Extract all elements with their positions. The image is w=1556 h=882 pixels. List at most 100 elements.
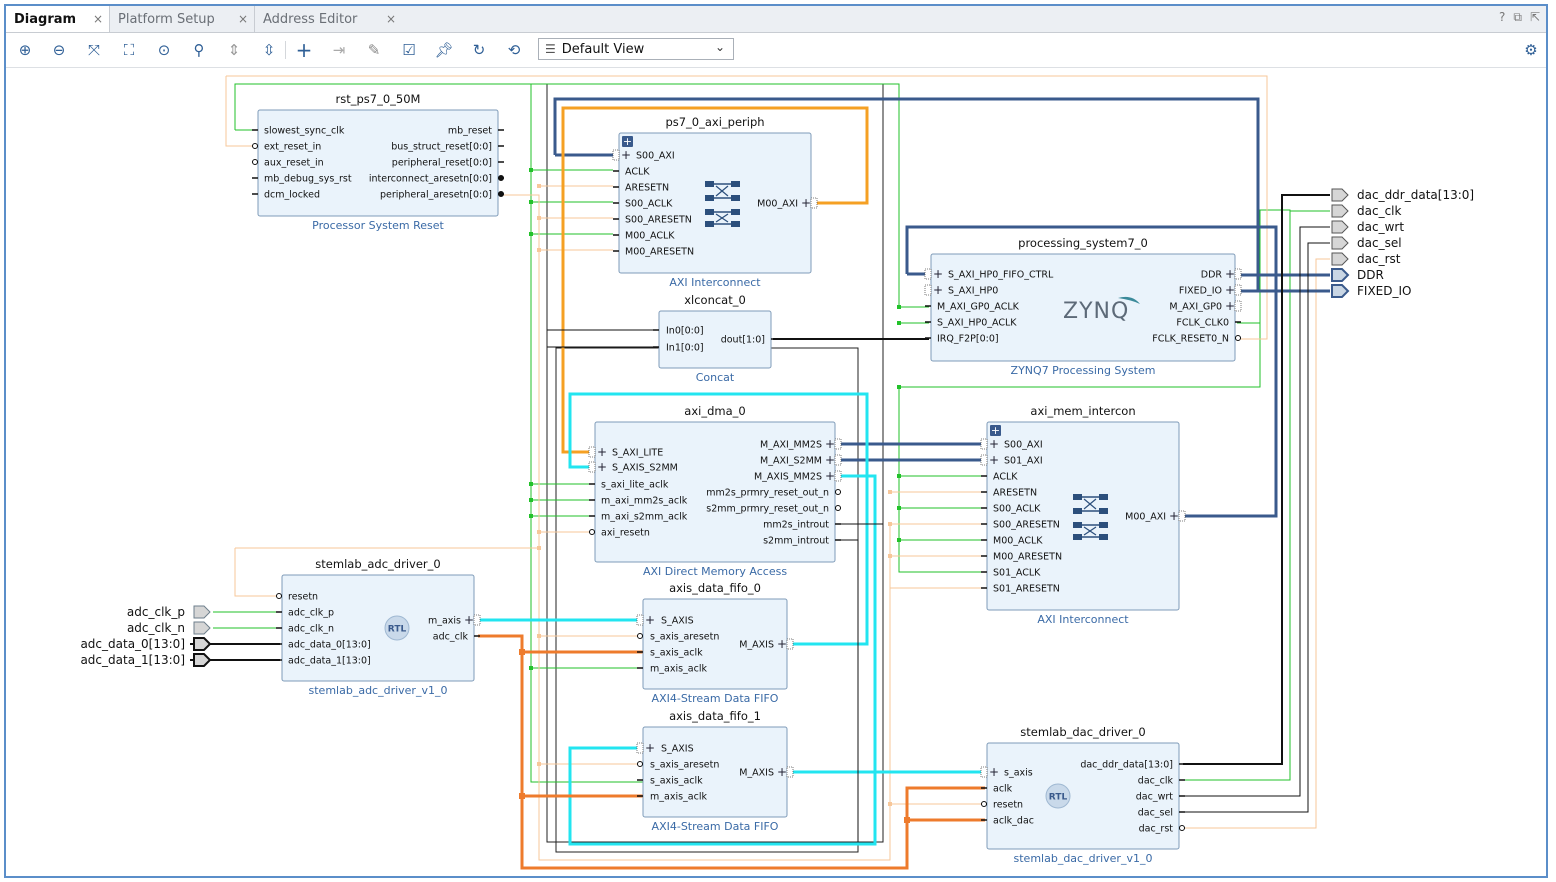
- port-axi_resetn[interactable]: axi_resetn: [589, 528, 650, 539]
- port-S_AXI_HP0_ACLK[interactable]: S_AXI_HP0_ACLK: [925, 318, 1017, 329]
- port-S00_AXI[interactable]: +S00_AXI: [612, 148, 675, 162]
- port-aclk[interactable]: aclk: [981, 784, 1013, 795]
- port-m_axis_aclk[interactable]: m_axis_aclk: [637, 792, 707, 803]
- port-S_AXIS_S2MM[interactable]: +S_AXIS_S2MM: [588, 460, 678, 474]
- zoom-out-icon[interactable]: ⊖: [52, 41, 66, 59]
- port-S_AXI_LITE[interactable]: +S_AXI_LITE: [588, 445, 663, 459]
- port-m_axi_mm2s_aclk[interactable]: m_axi_mm2s_aclk: [589, 496, 688, 507]
- port-dcm_locked[interactable]: dcm_locked: [252, 190, 320, 201]
- port-M00_ACLK[interactable]: M00_ACLK: [613, 231, 675, 242]
- adc-clk-net[interactable]: [478, 634, 985, 870]
- ip-block-adc[interactable]: stemlab_adc_driver_0stemlab_adc_driver_v…: [276, 557, 481, 697]
- port-adc_clk[interactable]: adc_clk: [433, 632, 480, 643]
- port-adc_clk_p[interactable]: adc_clk_p: [276, 608, 334, 619]
- port-M00_ACLK[interactable]: M00_ACLK: [981, 536, 1043, 547]
- port-M_AXIS[interactable]: +M_AXIS: [739, 765, 794, 779]
- net-wire[interactable]: [1183, 226, 1330, 797]
- port-peripheral_reset00[interactable]: peripheral_reset[0:0]: [392, 158, 504, 169]
- port-M_AXIS_MM2S[interactable]: +M_AXIS_MM2S: [754, 469, 842, 483]
- port-adc_data_0130[interactable]: adc_data_0[13:0]: [276, 640, 371, 651]
- refresh-icon[interactable]: ↻: [472, 41, 486, 59]
- port-m_axi_s2mm_aclk[interactable]: m_axi_s2mm_aclk: [589, 512, 688, 523]
- expand-icon[interactable]: [622, 136, 633, 147]
- external-output-port[interactable]: dac_sel: [1331, 236, 1402, 250]
- port-S_AXIS[interactable]: +S_AXIS: [636, 741, 694, 755]
- external-output-port[interactable]: dac_rst: [1331, 252, 1401, 266]
- add-ip-icon[interactable]: +: [295, 38, 313, 62]
- make-connection-icon[interactable]: ⇥: [332, 41, 346, 59]
- net-wire[interactable]: [837, 539, 859, 842]
- port-S01_ARESETN[interactable]: S01_ARESETN: [981, 584, 1060, 595]
- tab-diagram[interactable]: Diagram ×: [6, 6, 110, 32]
- port-S01_AXI[interactable]: +S01_AXI: [980, 453, 1043, 467]
- net-wire[interactable]: [1183, 194, 1330, 765]
- port-M00_AXI[interactable]: +M00_AXI: [757, 196, 818, 210]
- tab-address-editor[interactable]: Address Editor ×: [254, 6, 402, 32]
- external-input-port[interactable]: adc_clk_p: [127, 605, 211, 619]
- port-ACLK[interactable]: ACLK: [981, 472, 1018, 483]
- port-M00_ARESETN[interactable]: M00_ARESETN: [981, 552, 1062, 563]
- port-aclk_dac[interactable]: aclk_dac: [981, 816, 1034, 827]
- external-output-port[interactable]: dac_wrt: [1331, 220, 1404, 234]
- port-FCLK_CLK0[interactable]: FCLK_CLK0: [1176, 318, 1241, 329]
- external-input-port[interactable]: adc_clk_n: [127, 621, 211, 635]
- expand-icon[interactable]: [990, 425, 1001, 436]
- settings-gear-icon[interactable]: ⚙: [1524, 41, 1538, 59]
- port-S00_ACLK[interactable]: S00_ACLK: [981, 504, 1041, 515]
- center-icon[interactable]: ⊙: [157, 41, 171, 59]
- validate-icon[interactable]: ☑: [402, 41, 416, 59]
- port-dac_sel[interactable]: dac_sel: [1138, 808, 1185, 819]
- net-wire[interactable]: [898, 387, 985, 573]
- port-s_axis_aclk[interactable]: s_axis_aclk: [637, 648, 703, 659]
- port-M_AXI_GP0_ACLK[interactable]: M_AXI_GP0_ACLK: [925, 302, 1020, 313]
- port-dout10[interactable]: dout[1:0]: [721, 335, 777, 346]
- net-wire[interactable]: [1183, 242, 1330, 813]
- port-aux_reset_in[interactable]: aux_reset_in: [252, 158, 324, 169]
- port-S_AXI_HP0_FIFO_CTRL[interactable]: +S_AXI_HP0_FIFO_CTRL: [924, 267, 1054, 281]
- port-M00_ARESETN[interactable]: M00_ARESETN: [613, 247, 694, 258]
- net-wire[interactable]: [502, 194, 985, 861]
- port-s_axis[interactable]: +s_axis: [980, 765, 1033, 779]
- close-icon[interactable]: ×: [385, 12, 396, 26]
- tab-platform-setup[interactable]: Platform Setup ×: [110, 6, 254, 32]
- port-adc_clk_n[interactable]: adc_clk_n: [276, 624, 334, 635]
- pin-icon[interactable]: 📌︎: [434, 41, 454, 59]
- port-dac_ddr_data130[interactable]: dac_ddr_data[13:0]: [1080, 760, 1185, 771]
- view-select[interactable]: ☰ Default View ⌄: [538, 38, 734, 60]
- properties-icon[interactable]: ✎: [367, 41, 381, 59]
- port-interconnect_aresetn00[interactable]: interconnect_aresetn[0:0]: [369, 174, 504, 185]
- search-icon[interactable]: ⚲: [193, 41, 205, 59]
- external-output-port[interactable]: dac_ddr_data[13:0]: [1331, 188, 1474, 202]
- port-S00_ACLK[interactable]: S00_ACLK: [613, 199, 673, 210]
- port-ARESETN[interactable]: ARESETN: [981, 488, 1037, 499]
- port-S_AXI_HP0[interactable]: +S_AXI_HP0: [924, 283, 998, 297]
- port-m_axis[interactable]: +m_axis: [428, 613, 481, 627]
- net-wire[interactable]: [234, 83, 929, 308]
- port-dac_wrt[interactable]: dac_wrt: [1136, 792, 1185, 803]
- port-S00_AXI[interactable]: +S00_AXI: [980, 437, 1043, 451]
- port-ACLK[interactable]: ACLK: [613, 167, 650, 178]
- net-wire[interactable]: [899, 322, 1261, 388]
- restore-icon[interactable]: ⧉: [1513, 10, 1522, 24]
- net-wire[interactable]: [1183, 209, 1291, 781]
- axis-net[interactable]: [568, 474, 877, 846]
- axis-net[interactable]: [568, 392, 869, 646]
- port-mm2s_prmry_reset_out_n[interactable]: mm2s_prmry_reset_out_n: [706, 488, 841, 499]
- axi-net[interactable]: [905, 225, 1278, 518]
- port-s_axis_aresetn[interactable]: s_axis_aresetn: [637, 632, 719, 643]
- zoom-selection-icon[interactable]: ⛶: [123, 41, 135, 59]
- port-DDR[interactable]: +DDR: [1201, 267, 1242, 281]
- port-S00_ARESETN[interactable]: S00_ARESETN: [981, 520, 1060, 531]
- block-body[interactable]: [257, 109, 499, 217]
- expand-all-icon[interactable]: ⇳: [262, 41, 276, 59]
- port-M00_AXI[interactable]: +M00_AXI: [1125, 509, 1186, 523]
- port-resetn[interactable]: resetn: [276, 592, 318, 603]
- port-adc_data_1130[interactable]: adc_data_1[13:0]: [276, 656, 371, 667]
